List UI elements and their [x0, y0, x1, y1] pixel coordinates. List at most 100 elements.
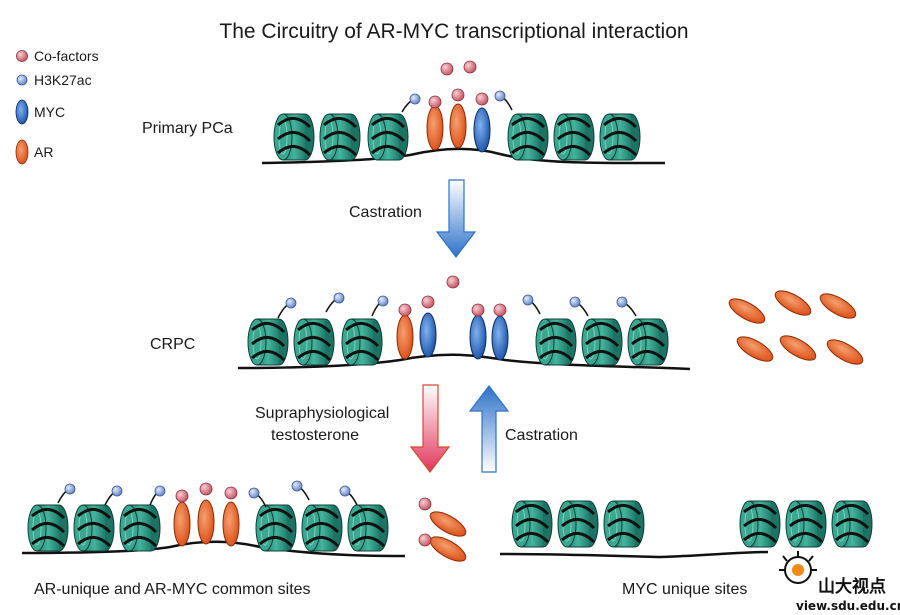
eye-logo-icon: [779, 551, 817, 584]
ar-released: [429, 536, 467, 562]
nucleosome-crpc: [293, 318, 335, 366]
watermark-logo: 山大视点 view.sdu.edu.cn: [779, 551, 900, 613]
cofactor-primary-free: [463, 60, 477, 74]
myc-primary: [473, 107, 491, 153]
cofactor-primary: [451, 88, 465, 102]
h3k27ac-ar-common: [57, 483, 76, 504]
supraphysiological-label-line2: testosterone: [271, 427, 359, 444]
myc-crpc: [469, 314, 487, 360]
ar-crpc: [396, 314, 414, 360]
nucleosome-myc-unique: [739, 500, 781, 548]
nucleosome-myc-unique: [557, 500, 599, 548]
dna-strand-myc-unique: [499, 550, 769, 559]
h3k27ac-ar-common: [339, 485, 358, 506]
nucleosome-myc-unique: [511, 500, 553, 548]
dna-strand-primary: [261, 147, 666, 165]
castration-down-arrow: [435, 179, 477, 258]
nucleosome-crpc: [627, 318, 669, 366]
ar-released: [429, 511, 467, 537]
h3k27ac-crpc: [616, 296, 637, 317]
h3k27ac-crpc: [277, 297, 297, 319]
stage-label-ar-common: AR-unique and AR-MYC common sites: [34, 581, 311, 598]
castration-top-label: Castration: [349, 204, 422, 221]
legend-ar-icon: [15, 139, 29, 165]
h3k27ac-primary: [401, 93, 421, 113]
nucleosome-primary: [273, 113, 315, 161]
h3k27ac-primary: [494, 90, 513, 111]
castration-up-arrow: [468, 385, 510, 473]
myc-crpc: [419, 312, 437, 358]
histone-marks: [57, 60, 637, 547]
h3k27ac-crpc: [325, 292, 345, 313]
nucleosomes: [27, 113, 873, 552]
ar-common: [197, 499, 215, 545]
ar-crpc-unbound: [774, 290, 812, 316]
cofactor-primary-free: [440, 62, 454, 76]
cofactor-crpc: [421, 295, 435, 309]
h3k27ac-crpc: [371, 295, 389, 317]
nucleosome-crpc: [247, 318, 289, 366]
ar-common: [173, 501, 191, 547]
legend-myc-label: MYC: [34, 104, 65, 120]
dna-strand-ar-common: [21, 540, 406, 558]
nucleosome-ar-common: [119, 504, 161, 552]
h3k27ac-ar-common: [104, 485, 123, 506]
nucleosome-ar-common: [255, 504, 297, 552]
legend-h3k27ac-icon: [16, 74, 28, 86]
cofactor-ar-common: [224, 486, 238, 500]
nucleosome-primary: [507, 113, 549, 161]
nucleosome-primary: [367, 113, 409, 161]
ar-common: [222, 501, 240, 547]
cofactor-crpc: [471, 303, 485, 317]
nucleosome-ar-common: [301, 504, 343, 552]
ar-primary: [426, 105, 444, 151]
h3k27ac-ar-common: [248, 487, 267, 508]
nucleosome-primary: [553, 113, 595, 161]
stage-label-crpc: CRPC: [150, 336, 195, 353]
cofactor-ar-common: [199, 482, 213, 496]
dna-strand-crpc: [237, 353, 691, 371]
nucleosome-ar-common: [347, 504, 389, 552]
stage-label-primary: Primary PCa: [142, 120, 233, 137]
diagram-title: The Circuitry of AR-MYC transcriptional …: [219, 20, 688, 43]
legend-cofactors-label: Co-factors: [34, 48, 99, 64]
nucleosome-ar-common: [73, 504, 115, 552]
ar-crpc-unbound: [819, 293, 857, 319]
h3k27ac-crpc: [569, 296, 589, 317]
h3k27ac-ar-common: [291, 480, 310, 501]
nucleosome-myc-unique: [785, 500, 827, 548]
supraphysiological-down-arrow: [409, 384, 451, 473]
watermark-url: view.sdu.edu.cn: [796, 599, 900, 613]
legend: Co-factors H3K27ac MYC AR: [15, 48, 99, 165]
legend-myc-icon: [15, 99, 29, 125]
stage-label-myc-unique: MYC unique sites: [622, 581, 747, 598]
nucleosome-primary: [599, 113, 641, 161]
cofactor-crpc-free: [446, 275, 460, 289]
cofactor-released: [418, 533, 432, 547]
ar-crpc-unbound: [779, 335, 817, 361]
cofactor-released: [418, 497, 432, 511]
nucleosome-myc-unique: [831, 500, 873, 548]
legend-cofactor-icon: [16, 50, 28, 62]
h3k27ac-ar-common: [149, 485, 166, 506]
nucleosome-crpc: [341, 318, 383, 366]
nucleosome-myc-unique: [603, 500, 645, 548]
nucleosome-ar-common: [27, 504, 69, 552]
supraphysiological-label-line1: Supraphysiological: [255, 405, 389, 422]
nucleosome-primary: [319, 113, 361, 161]
ar-crpc-unbound: [736, 336, 774, 362]
cofactor-crpc: [493, 303, 507, 317]
cofactor-ar-common: [175, 489, 189, 503]
nucleosome-crpc: [535, 318, 577, 366]
cofactor-primary: [475, 92, 489, 106]
ar-primary: [449, 103, 467, 149]
castration-bottom-label: Castration: [505, 427, 578, 444]
watermark-brand: 山大视点: [818, 576, 886, 597]
legend-h3k27ac-label: H3K27ac: [34, 72, 92, 88]
h3k27ac-crpc: [522, 294, 541, 315]
cofactor-crpc: [398, 303, 412, 317]
ar-crpc-unbound: [826, 339, 864, 365]
cofactor-primary: [428, 95, 442, 109]
legend-ar-label: AR: [34, 144, 53, 160]
